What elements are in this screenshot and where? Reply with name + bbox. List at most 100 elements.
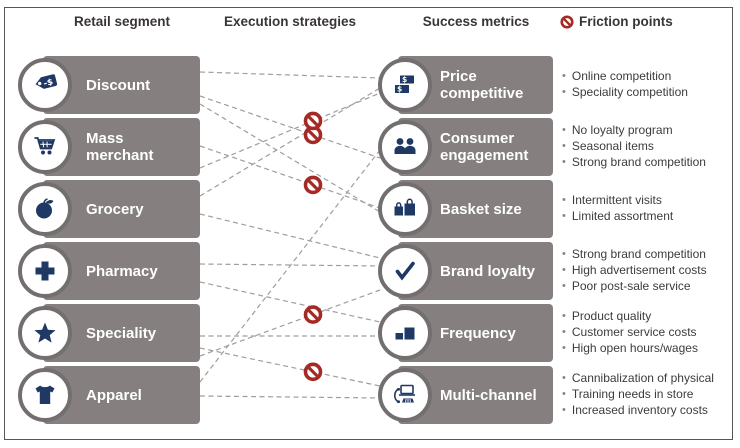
friction-text: Intermittent visits bbox=[571, 193, 662, 207]
people-icon bbox=[394, 138, 416, 154]
friction-marker-icon bbox=[303, 175, 323, 195]
metric-circle-frequency bbox=[378, 306, 432, 360]
friction-item: • Product quality bbox=[562, 308, 736, 324]
strategy-line-speciality-to-brand-loyalty bbox=[199, 289, 381, 357]
strategy-line-apparel-to-consumer-engagement bbox=[199, 149, 381, 383]
column-header-execution-strategies: Execution strategies bbox=[206, 14, 374, 29]
friction-item: • Online competition bbox=[562, 68, 736, 84]
multi-device-icon bbox=[394, 384, 415, 403]
friction-text: No loyalty program bbox=[571, 123, 673, 137]
friction-item: • High advertisement costs bbox=[562, 262, 736, 278]
bullet-icon: • bbox=[562, 124, 566, 136]
friction-item: • Intermittent visits bbox=[562, 192, 736, 208]
dollar-bills-icon: $$ bbox=[395, 75, 414, 94]
segment-label-pharmacy: Pharmacy bbox=[86, 262, 158, 280]
svg-text:$: $ bbox=[397, 85, 402, 94]
friction-item: • Speciality competition bbox=[562, 84, 736, 100]
segment-label-mass-merchant: Mass merchant bbox=[86, 130, 154, 164]
friction-text: Strong brand competition bbox=[571, 247, 706, 261]
friction-item: • High open hours/wages bbox=[562, 340, 736, 356]
svg-text:$: $ bbox=[402, 75, 407, 84]
strategy-line-discount-to-basket-size bbox=[199, 103, 381, 213]
segment-label-grocery: Grocery bbox=[86, 200, 144, 218]
retail-segment-header-label: Retail segment bbox=[73, 14, 171, 29]
strategy-line-apparel-to-multi-channel bbox=[199, 395, 381, 399]
segment-circle-grocery bbox=[18, 182, 72, 236]
segment-circle-mass-merchant bbox=[18, 120, 72, 174]
segment-label-speciality: Speciality bbox=[86, 324, 157, 342]
star-icon bbox=[34, 322, 56, 343]
segment-circle-apparel bbox=[18, 368, 72, 422]
friction-item: • Increased inventory costs bbox=[562, 402, 736, 418]
friction-text: Increased inventory costs bbox=[571, 403, 708, 417]
friction-item: • No loyalty program bbox=[562, 122, 736, 138]
friction-text: Limited assortment bbox=[571, 209, 674, 223]
bullet-icon: • bbox=[562, 310, 566, 322]
medical-cross-icon bbox=[35, 261, 55, 281]
segment-circle-discount: -$ bbox=[18, 58, 72, 112]
bar-chart-icon bbox=[395, 327, 415, 340]
bullet-icon: • bbox=[562, 326, 566, 338]
bullet-icon: • bbox=[562, 210, 566, 222]
strategy-line-mass-merchant-to-basket-size bbox=[199, 145, 381, 209]
strategy-line-pharmacy-to-brand-loyalty bbox=[199, 263, 381, 267]
metric-label-basket-size: Basket size bbox=[440, 200, 522, 218]
strategy-line-speciality-to-multi-channel bbox=[199, 347, 381, 387]
friction-item: • Seasonal items bbox=[562, 138, 736, 154]
friction-list-frequency: • Product quality • Customer service cos… bbox=[562, 308, 736, 356]
friction-text: Speciality competition bbox=[571, 85, 688, 99]
no-entry-icon bbox=[560, 14, 574, 29]
svg-text:-$: -$ bbox=[43, 77, 55, 89]
friction-item: • Customer service costs bbox=[562, 324, 736, 340]
friction-text: High advertisement costs bbox=[571, 263, 707, 277]
segment-circle-speciality bbox=[18, 306, 72, 360]
metric-label-multi-channel: Multi-channel bbox=[440, 386, 537, 404]
friction-list-brand-loyalty: • Strong brand competition • High advert… bbox=[562, 246, 736, 294]
bullet-icon: • bbox=[562, 280, 566, 292]
bullet-icon: • bbox=[562, 342, 566, 354]
metric-circle-consumer-engagement bbox=[378, 120, 432, 174]
shopping-cart-icon bbox=[34, 137, 56, 155]
friction-item: • Strong brand competition bbox=[562, 154, 736, 170]
success-metrics-header-label: Success metrics bbox=[422, 14, 530, 29]
bullet-icon: • bbox=[562, 86, 566, 98]
segment-circle-pharmacy bbox=[18, 244, 72, 298]
metric-circle-multi-channel bbox=[378, 368, 432, 422]
shopping-bags-icon bbox=[394, 198, 415, 216]
friction-text: Cannibalization of physical bbox=[571, 371, 714, 385]
bullet-icon: • bbox=[562, 404, 566, 416]
metric-label-brand-loyalty: Brand loyalty bbox=[440, 262, 536, 280]
strategy-line-mass-merchant-to-price-competitive bbox=[199, 92, 381, 169]
bullet-icon: • bbox=[562, 70, 566, 82]
metric-circle-brand-loyalty bbox=[378, 244, 432, 298]
checkmark-icon bbox=[395, 261, 415, 281]
friction-text: Strong brand competition bbox=[571, 155, 706, 169]
apple-icon bbox=[36, 198, 54, 219]
friction-list-price-competitive: • Online competition • Speciality compet… bbox=[562, 68, 736, 100]
segment-label-discount: Discount bbox=[86, 76, 151, 94]
column-header-retail-segment: Retail segment bbox=[43, 14, 201, 29]
friction-item: • Poor post-sale service bbox=[562, 278, 736, 294]
segment-label-apparel: Apparel bbox=[86, 386, 142, 404]
metric-label-consumer-engagement: Consumer engagement bbox=[440, 130, 529, 164]
friction-marker-icon bbox=[303, 305, 323, 324]
metric-circle-price-competitive: $$ bbox=[378, 58, 432, 112]
bullet-icon: • bbox=[562, 388, 566, 400]
strategy-line-discount-to-price-competitive bbox=[199, 71, 381, 79]
friction-item: • Limited assortment bbox=[562, 208, 736, 224]
friction-marker-icon bbox=[303, 362, 323, 382]
friction-text: Online competition bbox=[571, 69, 672, 83]
strategy-line-grocery-to-brand-loyalty bbox=[199, 213, 381, 259]
bullet-icon: • bbox=[562, 372, 566, 384]
friction-text: Product quality bbox=[571, 309, 652, 323]
metric-label-frequency: Frequency bbox=[440, 324, 516, 342]
strategy-line-grocery-to-price-competitive bbox=[199, 87, 381, 197]
price-tag-icon: -$ bbox=[35, 74, 58, 89]
strategy-line-discount-to-consumer-engagement bbox=[199, 95, 381, 159]
bullet-icon: • bbox=[562, 140, 566, 152]
friction-list-basket-size: • Intermittent visits • Limited assortme… bbox=[562, 192, 736, 224]
bullet-icon: • bbox=[562, 156, 566, 168]
friction-text: Training needs in store bbox=[571, 387, 694, 401]
